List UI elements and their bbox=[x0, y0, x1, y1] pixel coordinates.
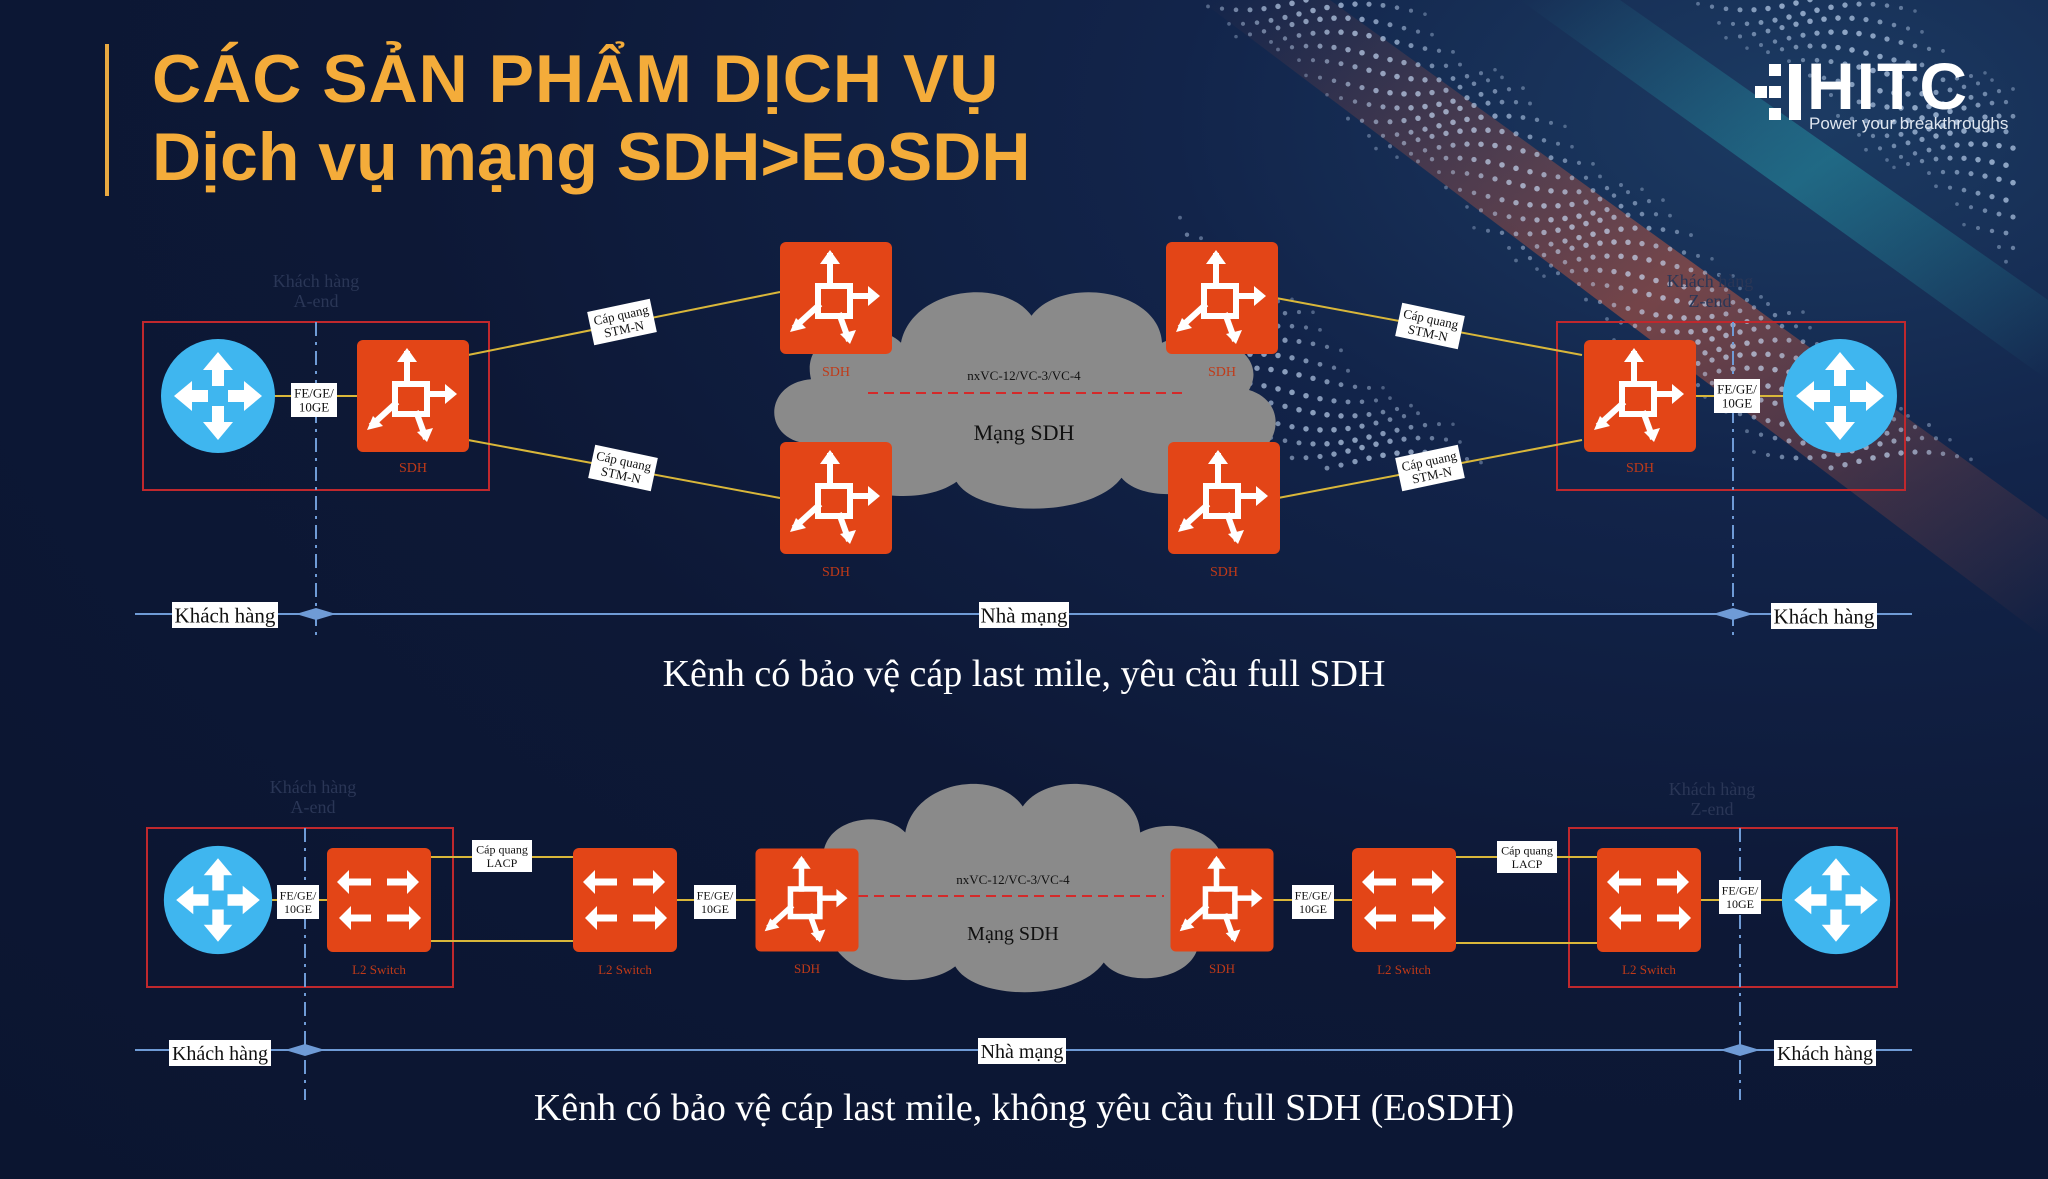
sdh-device-icon bbox=[357, 340, 469, 452]
switch-label: L2 Switch bbox=[598, 962, 652, 977]
customer-z-border bbox=[1556, 321, 1906, 491]
device-label: SDH bbox=[822, 565, 850, 580]
router-icon bbox=[163, 845, 273, 955]
router-icon bbox=[1783, 339, 1897, 453]
axis-label-middle: Nhà mạng bbox=[981, 603, 1068, 627]
axis-label-left: Khách hàng bbox=[172, 1043, 268, 1065]
device-label: SDH bbox=[794, 961, 820, 976]
slide-title: CÁC SẢN PHẨM DỊCH VỤ bbox=[152, 41, 1000, 117]
diagram-2-caption: Kênh có bảo vệ cáp last mile, không yêu … bbox=[533, 1087, 1515, 1129]
cloud-label: Mạng SDH bbox=[967, 923, 1059, 945]
device-label: SDH bbox=[399, 461, 427, 476]
sdh-device-icon bbox=[1170, 848, 1273, 951]
device-label: SDH bbox=[1208, 365, 1236, 380]
sdh-device-icon bbox=[780, 442, 892, 554]
port-label: FE/GE/10GE bbox=[294, 385, 334, 414]
sdh-device-icon bbox=[1166, 242, 1278, 354]
l2-switch-icon bbox=[327, 848, 431, 952]
title-accent-bar bbox=[105, 44, 109, 196]
axis-label-middle: Nhà mạng bbox=[981, 1041, 1064, 1063]
customer-z-border bbox=[1568, 827, 1898, 988]
device-label: SDH bbox=[822, 365, 850, 380]
router-icon bbox=[1781, 845, 1891, 955]
diagram-1-caption: Kênh có bảo vệ cáp last mile, yêu cầu fu… bbox=[662, 653, 1386, 695]
switch-label: L2 Switch bbox=[1377, 962, 1431, 977]
l2-switch-icon bbox=[1352, 848, 1456, 952]
l2-switch-icon bbox=[573, 848, 677, 952]
switch-label: L2 Switch bbox=[1622, 962, 1676, 977]
logo-mark-icon bbox=[1755, 64, 1801, 120]
cloud-channel-label: nxVC-12/VC-3/VC-4 bbox=[956, 872, 1070, 887]
device-label: SDH bbox=[1209, 961, 1235, 976]
company-logo: HITC Power your breakthroughs bbox=[1755, 49, 2008, 136]
slide-subtitle: Dịch vụ mạng SDH>EoSDH bbox=[152, 119, 1031, 195]
logo-text: HITC bbox=[1807, 49, 1969, 123]
logo-tagline: Power your breakthroughs bbox=[1809, 114, 2009, 133]
sdh-device-icon bbox=[1584, 340, 1696, 452]
customer-a-border bbox=[146, 827, 454, 988]
port-label: FE/GE/10GE bbox=[1722, 884, 1759, 911]
device-label: SDH bbox=[1210, 565, 1238, 580]
port-label: FE/GE/10GE bbox=[1295, 889, 1332, 916]
port-label: FE/GE/10GE bbox=[1717, 381, 1757, 410]
l2-switch-icon bbox=[1597, 848, 1701, 952]
device-label: SDH bbox=[1626, 461, 1654, 476]
router-icon bbox=[161, 339, 275, 453]
axis-label-right: Khách hàng bbox=[1777, 1043, 1873, 1065]
cloud-label: Mạng SDH bbox=[974, 420, 1075, 445]
port-label: FE/GE/10GE bbox=[697, 889, 734, 916]
axis-label-right: Khách hàng bbox=[1774, 604, 1875, 628]
axis-label-left: Khách hàng bbox=[175, 603, 276, 627]
port-label: FE/GE/10GE bbox=[280, 889, 317, 916]
switch-label: L2 Switch bbox=[352, 962, 406, 977]
sdh-device-icon bbox=[780, 242, 892, 354]
cloud-channel-label: nxVC-12/VC-3/VC-4 bbox=[967, 368, 1081, 383]
sdh-device-icon bbox=[1168, 442, 1280, 554]
sdh-device-icon bbox=[755, 848, 858, 951]
